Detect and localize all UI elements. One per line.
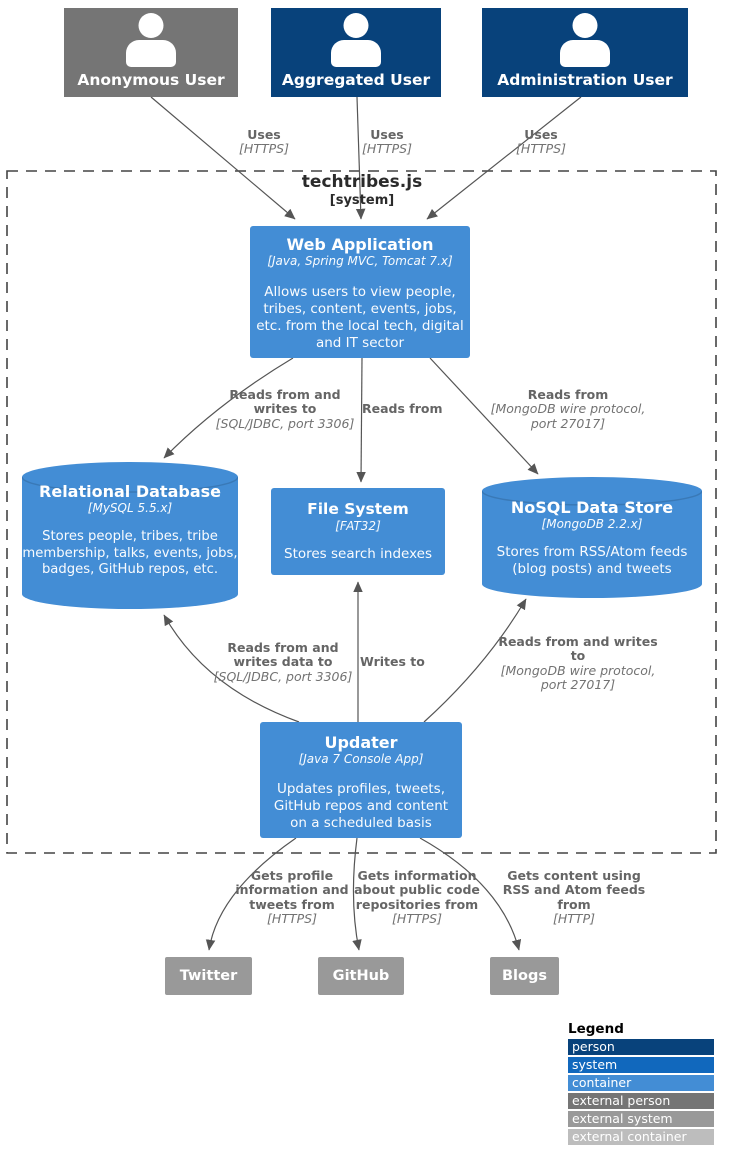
boundary-name: techtribes.js xyxy=(301,172,423,192)
rel-aggregated-uses: Uses [HTTPS] xyxy=(362,127,412,157)
edge-webapp-filesystem xyxy=(356,357,366,483)
legend-item-external-system: external system xyxy=(568,1111,714,1127)
rel-updater-twitter: Gets profile information and tweets from… xyxy=(235,868,349,927)
cylinder-shape xyxy=(22,462,238,609)
system-boundary xyxy=(6,170,717,854)
container-description: Stores from RSS/Atom feeds (blog posts) … xyxy=(496,543,688,577)
container-relational-database: Relational Database [MySQL 5.5.x] Stores… xyxy=(22,462,238,609)
rel-updater-reldb: Reads from and writes data to [SQL/JDBC,… xyxy=(213,640,353,684)
edge-updater-github xyxy=(352,837,362,951)
cylinder-shape xyxy=(482,477,702,598)
container-description: Updates profiles, tweets, GitHub repos a… xyxy=(273,780,449,831)
person-aggregated-user: Aggregated User xyxy=(271,8,441,97)
user-icon xyxy=(328,13,384,67)
container-name: NoSQL Data Store xyxy=(510,498,674,517)
person-anonymous-user: Anonymous User xyxy=(64,8,238,97)
system-name: Twitter xyxy=(179,968,238,984)
person-name: Administration User xyxy=(497,71,673,89)
rel-updater-blogs: Gets content using RSS and Atom feeds fr… xyxy=(502,868,646,927)
container-description: Stores people, tribes, tribe membership,… xyxy=(22,528,238,578)
edge-updater-reldb xyxy=(163,614,300,723)
rel-webapp-reldb: Reads from and writes to [SQL/JDBC, port… xyxy=(215,387,355,431)
edge-updater-twitter xyxy=(205,837,297,951)
edge-webapp-reldb xyxy=(163,357,294,459)
person-administration-user: Administration User xyxy=(482,8,688,97)
edge-anonymous-webapp xyxy=(150,96,296,220)
legend-item-external-container: external container xyxy=(568,1129,714,1145)
rel-updater-nosql: Reads from and writes to [MongoDB wire p… xyxy=(498,634,658,693)
legend: Legend person system container external … xyxy=(568,1021,714,1147)
legend-item-person: person xyxy=(568,1039,714,1055)
container-technology: [MySQL 5.5.x] xyxy=(87,501,173,516)
rel-webapp-filesystem: Reads from xyxy=(362,401,443,416)
rel-updater-filesystem: Writes to xyxy=(360,654,425,669)
legend-title: Legend xyxy=(568,1021,624,1037)
container-name: Web Application xyxy=(286,235,434,254)
container-technology: [MongoDB 2.2.x] xyxy=(541,517,643,532)
system-name: Blogs xyxy=(502,968,547,984)
container-nosql-data-store: NoSQL Data Store [MongoDB 2.2.x] Stores … xyxy=(482,477,702,598)
external-system-twitter: Twitter xyxy=(165,957,252,995)
system-name: GitHub xyxy=(332,968,390,984)
container-name: File System xyxy=(307,500,409,518)
user-icon xyxy=(123,13,179,67)
container-name: Updater xyxy=(324,733,398,752)
person-name: Aggregated User xyxy=(281,71,431,89)
legend-item-container: container xyxy=(568,1075,714,1091)
container-file-system: File System [FAT32] Stores search indexe… xyxy=(271,488,445,575)
container-name: Relational Database xyxy=(39,482,221,501)
user-icon xyxy=(557,13,613,67)
container-technology: [Java 7 Console App] xyxy=(298,752,424,767)
rel-webapp-nosql: Reads from [MongoDB wire protocol, port … xyxy=(490,387,646,431)
rel-administration-uses: Uses [HTTPS] xyxy=(516,127,566,157)
rel-updater-github: Gets information about public code repos… xyxy=(354,868,480,927)
container-web-application: Web Application [Java, Spring MVC, Tomca… xyxy=(250,226,470,358)
boundary-type: [system] xyxy=(329,193,395,208)
person-name: Anonymous User xyxy=(77,71,225,89)
container-description: Allows users to view people, tribes, con… xyxy=(256,283,464,351)
container-description: Stores search indexes xyxy=(284,546,432,563)
external-system-blogs: Blogs xyxy=(490,957,559,995)
rel-anonymous-uses: Uses [HTTPS] xyxy=(239,127,289,157)
container-technology: [FAT32] xyxy=(335,518,381,533)
external-system-github: GitHub xyxy=(318,957,404,995)
edge-updater-nosql xyxy=(423,598,527,723)
legend-item-system: system xyxy=(568,1057,714,1073)
container-technology: [Java, Spring MVC, Tomcat 7.x] xyxy=(267,254,453,269)
container-updater: Updater [Java 7 Console App] Updates pro… xyxy=(260,722,462,838)
legend-item-external-person: external person xyxy=(568,1093,714,1109)
edge-aggregated-webapp xyxy=(355,96,366,220)
edge-updater-blogs xyxy=(419,837,522,951)
system-boundary-title: techtribes.js [system] xyxy=(262,172,462,208)
edge-administration-webapp xyxy=(426,96,582,220)
edge-webapp-nosql xyxy=(429,357,539,475)
